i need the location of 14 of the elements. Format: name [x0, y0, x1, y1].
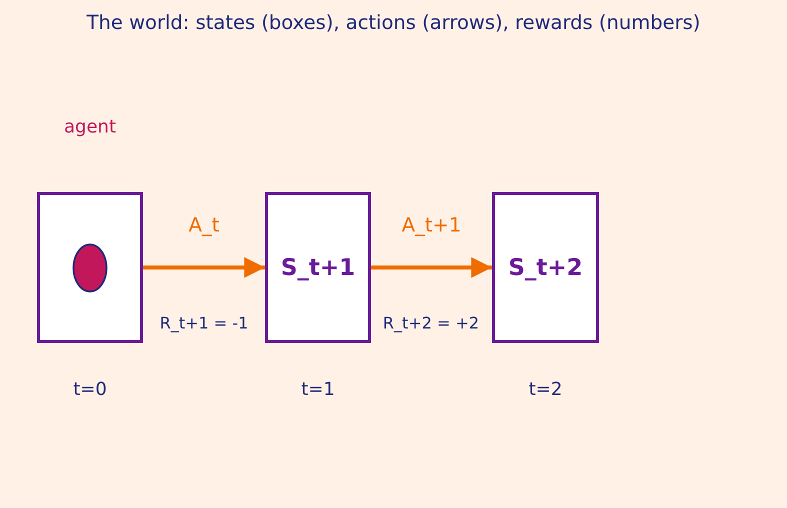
arrow: [143, 257, 265, 278]
time-step-label: t=2: [528, 379, 562, 400]
state-label: S_t+2: [508, 254, 583, 280]
state-label: S_t+1: [280, 254, 356, 280]
diagram-title: The world: states (boxes), actions (arrows), rewards (numbers): [86, 11, 700, 34]
state-box: [265, 192, 371, 343]
time-step-label: t=0: [73, 379, 107, 400]
state-box: [37, 192, 143, 343]
arrow: [371, 257, 492, 278]
state-box: [492, 192, 599, 343]
agent-label: agent: [64, 116, 116, 138]
reward-label: R_t+1 = -1: [160, 314, 248, 332]
reward-label: R_t+2 = +2: [382, 314, 480, 332]
time-step-label: t=1: [301, 379, 335, 400]
